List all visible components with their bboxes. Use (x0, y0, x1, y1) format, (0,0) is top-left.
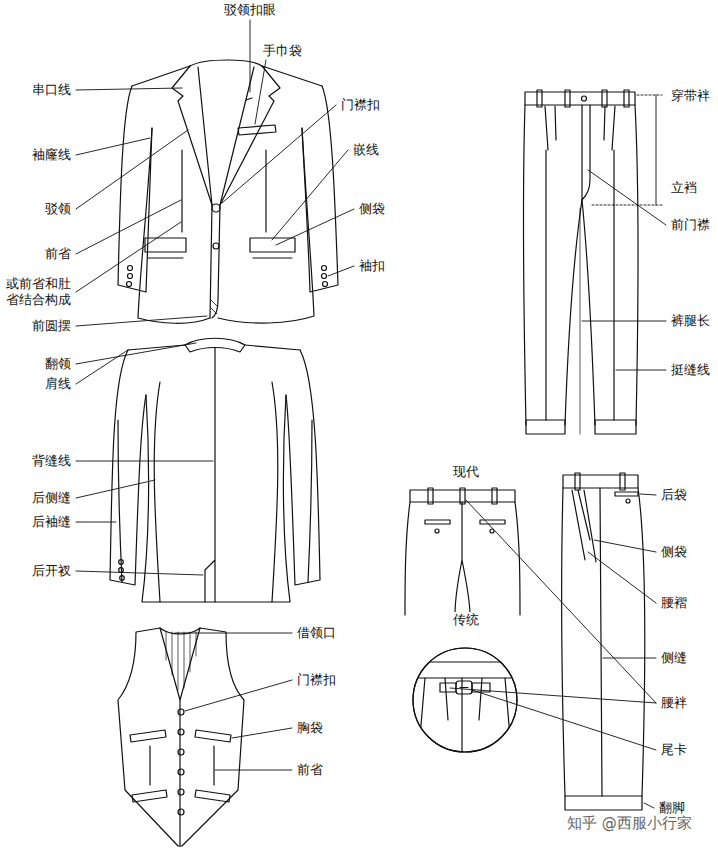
part-label: 胸袋 (296, 720, 324, 736)
watermark: 知乎 @西服小行家 (566, 814, 693, 833)
part-label: 背缝线 (31, 453, 72, 469)
part-label: 后袖缝 (31, 514, 72, 530)
part-label: 穿带袢 (670, 88, 711, 104)
pants-side (562, 473, 645, 810)
pants-front (523, 90, 638, 434)
dimension-marks (580, 95, 662, 434)
part-label: 腰褶 (660, 595, 688, 611)
part-label: 前省 (44, 246, 72, 262)
part-label: 立裆 (670, 180, 698, 196)
part-label: 前省 (296, 762, 324, 778)
part-label: 肩线 (44, 376, 72, 392)
part-label: 挺缝线 (670, 362, 711, 378)
pants-back-modern (405, 488, 520, 615)
part-label: 串口线 (31, 82, 72, 98)
part-label: 嵌线 (352, 142, 380, 158)
pants-back-traditional (405, 648, 525, 760)
part-label: 手巾袋 (262, 43, 303, 59)
part-label: 后侧缝 (31, 490, 72, 506)
part-label: 借领口 (296, 625, 337, 641)
part-label: 现代 (452, 464, 480, 480)
leader-lines (76, 20, 666, 808)
part-label: 袖窿线 (31, 147, 72, 163)
part-label: 驳领扣眼 (223, 2, 277, 18)
part-label: 门襟扣 (296, 672, 337, 688)
part-label: 前门襟 (670, 217, 711, 233)
part-label: 翻领 (44, 356, 72, 372)
jacket-front (118, 60, 338, 323)
part-label: 后袋 (660, 487, 688, 503)
part-label: 或前省和肚 省结合构成 (0, 276, 72, 308)
part-label: 腰袢 (660, 695, 688, 711)
part-label: 侧袋 (660, 544, 688, 560)
vest (118, 628, 244, 846)
part-label: 前圆摆 (31, 318, 72, 334)
part-label: 袖扣 (358, 258, 386, 274)
part-label: 驳领 (44, 201, 72, 217)
part-label: 后开衩 (31, 563, 72, 579)
part-label: 侧缝 (660, 650, 688, 666)
part-label: 裤腿长 (670, 313, 711, 329)
part-label: 门襟扣 (340, 97, 381, 113)
jacket-back (110, 338, 320, 602)
part-label: 尾卡 (660, 742, 688, 758)
part-label: 侧袋 (358, 201, 386, 217)
part-label: 传统 (452, 612, 480, 628)
